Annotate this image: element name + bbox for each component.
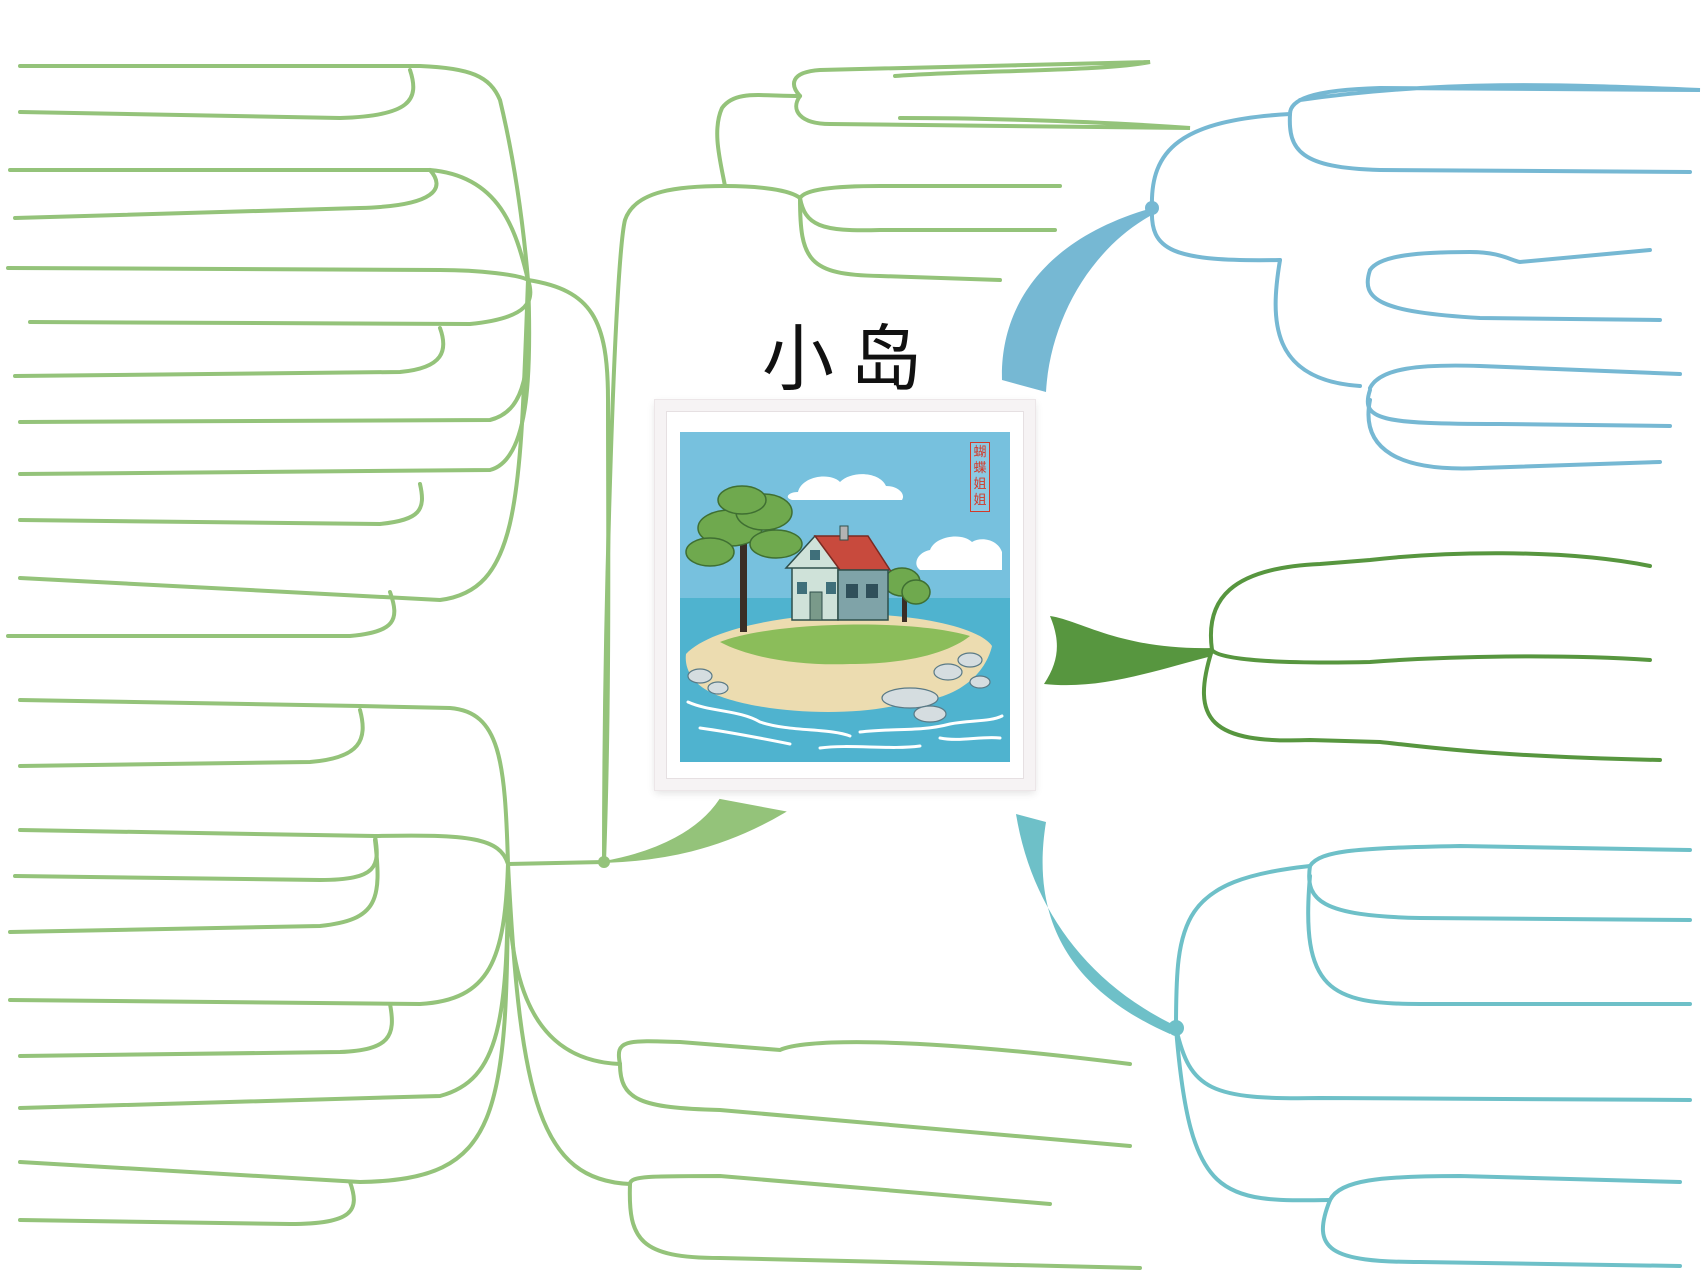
surf xyxy=(686,700,1004,750)
island-grass xyxy=(720,624,970,665)
cloud-left xyxy=(787,474,904,500)
house xyxy=(784,525,892,621)
branch-right-bottom xyxy=(1174,843,1692,1268)
island-illustration xyxy=(680,432,1010,762)
rocks xyxy=(687,652,991,723)
node-dot-left xyxy=(598,856,610,868)
connector-left xyxy=(603,798,787,863)
small-tree-trunk xyxy=(902,592,907,622)
cloud-right xyxy=(916,536,1002,570)
page-title: 小岛 xyxy=(761,317,938,401)
connector-right-top xyxy=(1001,208,1152,392)
connector-right-bottom xyxy=(1016,814,1176,1034)
branch-left-lower xyxy=(8,698,1142,1270)
branch-left-upper xyxy=(6,60,1191,864)
tree-trunk xyxy=(740,542,747,632)
branch-right-top xyxy=(1149,83,1701,471)
artist-seal: 蝴蝶姐姐 xyxy=(970,442,990,512)
branch-right-middle xyxy=(1202,551,1662,762)
tree-crown xyxy=(685,485,803,567)
connector-right-middle xyxy=(1044,616,1212,686)
